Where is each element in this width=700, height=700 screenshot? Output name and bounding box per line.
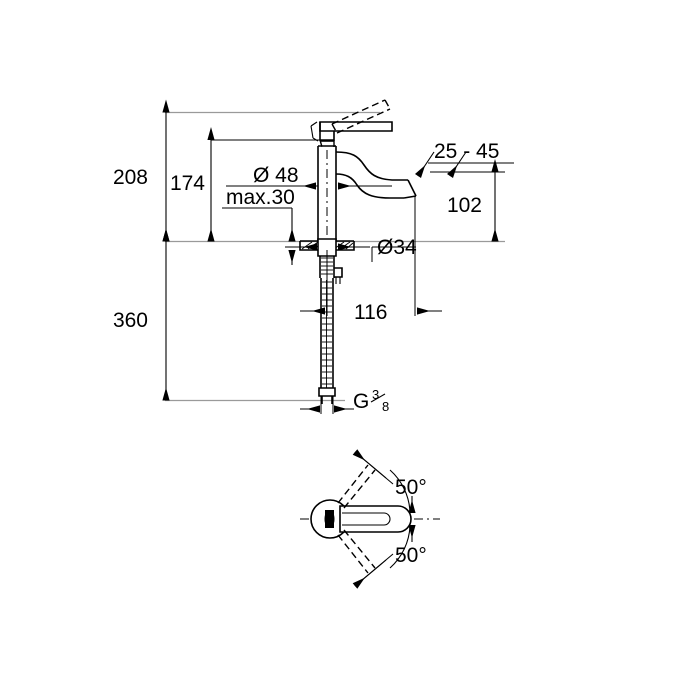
topview-swivel-arms bbox=[337, 464, 376, 574]
angle-upper-label: 50° bbox=[395, 476, 427, 499]
angle-lower-label: 50° bbox=[395, 544, 427, 567]
dimension-diameter-34: Ø34 bbox=[285, 236, 417, 262]
angle-lower-leader bbox=[352, 525, 416, 589]
dim-thread-denominator: 8 bbox=[382, 399, 389, 414]
dim-360-label: 360 bbox=[113, 309, 148, 332]
handle-pivot-detail bbox=[310, 121, 335, 148]
dimension-25-45: 25 - 45 bbox=[415, 140, 514, 178]
dim-max30-label: max.30 bbox=[226, 186, 295, 209]
dim-thread-letter: G bbox=[353, 390, 369, 413]
washer-hatch-right bbox=[333, 241, 354, 250]
dimension-116: 116 bbox=[300, 196, 442, 324]
dim-208-label: 208 bbox=[113, 166, 148, 189]
dimension-360: 360 bbox=[113, 228, 170, 401]
dim-d48-label: Ø 48 bbox=[253, 164, 299, 187]
dim-116-label: 116 bbox=[354, 301, 387, 324]
dimension-thread-g38: G 3 8 bbox=[300, 387, 389, 414]
dimension-208: 208 bbox=[113, 99, 170, 242]
lever-handle-raised-ghost bbox=[331, 99, 391, 134]
faucet-top-view: 50° 50° bbox=[300, 449, 440, 589]
dimension-diameter-48: Ø 48 bbox=[226, 164, 392, 190]
dim-thread-numerator: 3 bbox=[372, 387, 379, 402]
dim-174-label: 174 bbox=[170, 172, 205, 195]
topview-handle-slot-cap bbox=[324, 510, 335, 528]
dim-25-45-label: 25 - 45 bbox=[434, 140, 499, 163]
topview-spout-inner-rib bbox=[342, 512, 391, 526]
dimension-174: 174 bbox=[170, 127, 322, 242]
faucet-body-cylinder bbox=[317, 146, 337, 245]
topview-spout-outline bbox=[339, 505, 412, 533]
dim-102-label: 102 bbox=[447, 194, 482, 217]
lever-handle bbox=[319, 121, 393, 141]
spout bbox=[335, 151, 417, 199]
dimension-max30: max.30 bbox=[222, 186, 296, 265]
angle-upper-leader bbox=[352, 449, 416, 513]
dimension-102: 102 bbox=[430, 159, 505, 242]
cartridge-housing bbox=[318, 140, 336, 147]
dim-d34-label: Ø34 bbox=[377, 236, 417, 259]
